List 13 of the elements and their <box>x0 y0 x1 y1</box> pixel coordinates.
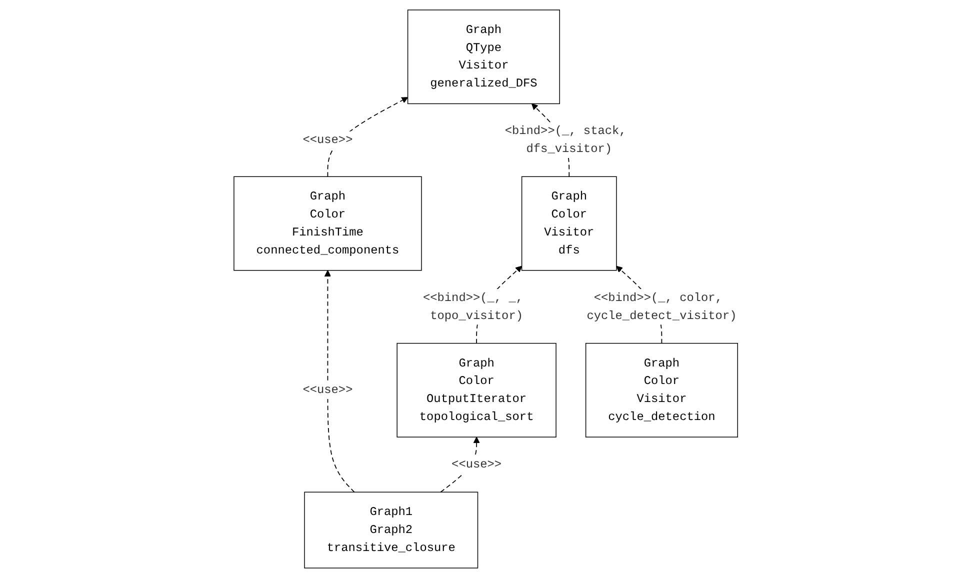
edge-label: <<use>> <box>302 133 353 147</box>
edge-label: <<use>> <box>452 458 502 472</box>
arrow <box>324 270 356 493</box>
edge-label: <<use>> <box>302 383 353 397</box>
node-box: Graph Color FinishTime connected_components <box>234 176 422 271</box>
edge-label: <<bind>>(_, color, cycle_detect_visitor) <box>586 291 737 322</box>
node-box: Graph QType Visitor generalized_DFS <box>408 10 560 104</box>
node-box: Graph1 Graph2 transitive_closure <box>304 492 478 568</box>
node-box: Graph Color Visitor cycle_detection <box>586 342 738 438</box>
edge-label: <bind>>(_, stack, dfs_visitor) <box>505 124 626 156</box>
node-box: Graph Color Visitor dfs <box>522 176 618 271</box>
node-box: Graph Color OutputIterator topological_sort <box>396 342 557 438</box>
edge-label: <<bind>>(_, _, topo_visitor) <box>423 291 524 322</box>
